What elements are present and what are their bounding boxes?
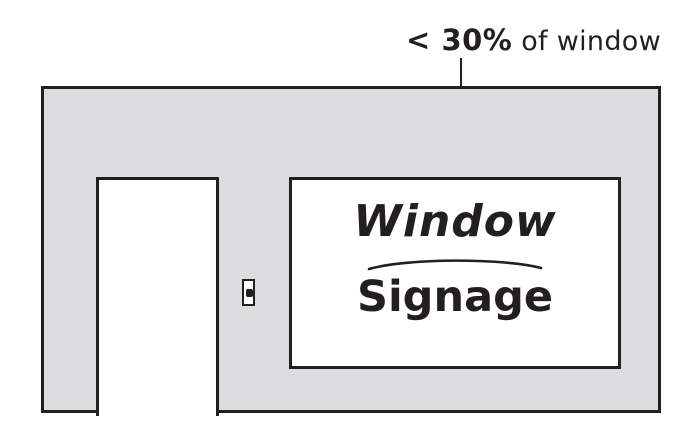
door-handle-icon bbox=[242, 279, 255, 306]
coverage-caption: < 30% of window bbox=[300, 23, 661, 57]
signage-panel[interactable]: Window Signage bbox=[289, 177, 621, 369]
signage-content: Window Signage bbox=[292, 180, 618, 366]
storefront-wall: Window Signage bbox=[41, 86, 661, 416]
signage-underline-swash-icon bbox=[367, 259, 543, 271]
signage-line-window: Window bbox=[353, 196, 557, 247]
coverage-caption-rest: of window bbox=[512, 26, 661, 57]
entrance-door[interactable] bbox=[96, 177, 255, 416]
coverage-percent-emphasis: < 30% bbox=[406, 23, 513, 57]
signage-line-signage: Signage bbox=[356, 272, 554, 322]
door-knob-icon bbox=[246, 289, 253, 297]
